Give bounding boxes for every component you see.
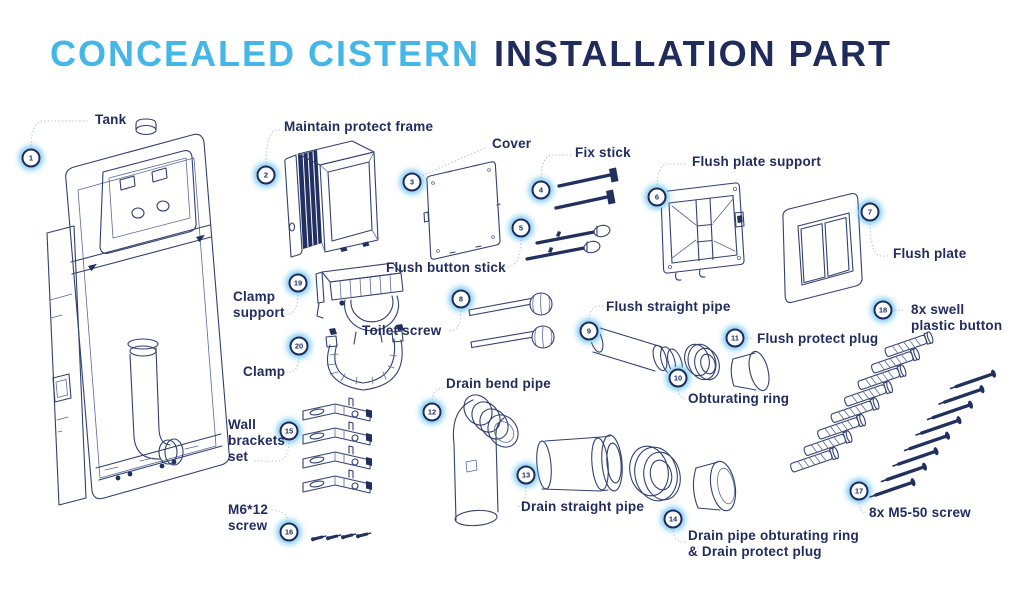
part-label-flush-protect-plug: Flush protect plug: [757, 331, 879, 346]
part-label-clamp-support: Clamp support: [233, 289, 285, 320]
part-label-toilet-screw: Toilet screw: [362, 323, 442, 338]
part-badge-6: 6: [647, 187, 667, 207]
part-badge-9: 9: [579, 321, 599, 341]
m6-screw-drawing: [311, 532, 372, 542]
obturating-ring-drawing: [684, 343, 720, 381]
part-label-flush-plate: Flush plate: [893, 246, 967, 261]
part-label-m6-screw: M6*12 screw: [228, 502, 269, 533]
part-label-drain-ring-plug: Drain pipe obturating ring & Drain prote…: [688, 528, 859, 559]
part-badge-10: 10: [668, 368, 688, 388]
toilet-screw-drawing: [468, 292, 555, 349]
drain-ring-plug-drawing: [629, 445, 737, 512]
flush-plate-support-drawing: [660, 182, 745, 281]
part-badge-3: 3: [402, 172, 422, 192]
part-badge-20: 20: [289, 336, 309, 356]
part-label-flush-button-stick: Flush button stick: [386, 260, 506, 275]
part-badge-19: 19: [288, 273, 308, 293]
part-label-swell-button: 8x swell plastic button: [911, 302, 1003, 333]
part-badge-8: 8: [451, 289, 471, 309]
part-badge-14: 14: [663, 509, 683, 529]
clamp-drawing: [325, 324, 404, 391]
part-label-flush-plate-support: Flush plate support: [692, 154, 822, 169]
part-badge-16: 16: [279, 522, 299, 542]
drain-straight-pipe-drawing: [536, 434, 623, 492]
part-label-maintain-frame: Maintain protect frame: [284, 119, 434, 134]
title-rest: INSTALLATION PART: [494, 33, 892, 74]
part-badge-13: 13: [516, 465, 536, 485]
page-title: CONCEALED CISTERN INSTALLATION PART: [50, 36, 892, 72]
title-highlight: CONCEALED CISTERN: [50, 33, 481, 74]
part-label-clamp: Clamp: [243, 364, 286, 379]
flush-plate-drawing: [782, 193, 863, 303]
part-badge-11: 11: [725, 328, 745, 348]
fix-stick-drawing: [554, 167, 619, 210]
m5-screw-drawing: [869, 369, 997, 498]
part-label-fix-stick: Fix stick: [575, 145, 631, 160]
part-label-wall-brackets: Wall brackets set: [228, 417, 286, 464]
part-label-flush-straight-pipe: Flush straight pipe: [606, 299, 731, 314]
part-badge-7: 7: [860, 202, 880, 222]
leader-lines: [30, 120, 907, 543]
part-badge-15: 15: [279, 421, 299, 441]
drain-bend-pipe-drawing: [452, 394, 519, 527]
swell-button-drawing: [790, 331, 934, 473]
part-badge-17: 17: [849, 481, 869, 501]
maintain-protect-frame-drawing: [284, 140, 379, 258]
part-badge-4: 4: [531, 180, 551, 200]
part-label-obturating-ring: Obturating ring: [688, 391, 790, 406]
flush-protect-plug-drawing: [730, 350, 770, 392]
part-label-drain-straight-pipe: Drain straight pipe: [521, 499, 645, 514]
part-label-tank: Tank: [95, 112, 127, 127]
part-label-cover: Cover: [492, 136, 532, 151]
tank-drawing: [46, 118, 230, 506]
part-label-m5-screw: 8x M5-50 screw: [869, 505, 971, 520]
part-badge-1: 1: [21, 148, 41, 168]
part-badge-18: 18: [873, 300, 893, 320]
clamp-support-drawing: [315, 262, 404, 345]
part-badge-5: 5: [511, 218, 531, 238]
flush-button-stick-drawing: [525, 224, 611, 261]
cover-drawing: [423, 161, 501, 260]
part-label-drain-bend-pipe: Drain bend pipe: [446, 376, 552, 391]
wall-brackets-drawing: [302, 397, 372, 494]
part-badge-12: 12: [422, 402, 442, 422]
part-badge-2: 2: [256, 165, 276, 185]
